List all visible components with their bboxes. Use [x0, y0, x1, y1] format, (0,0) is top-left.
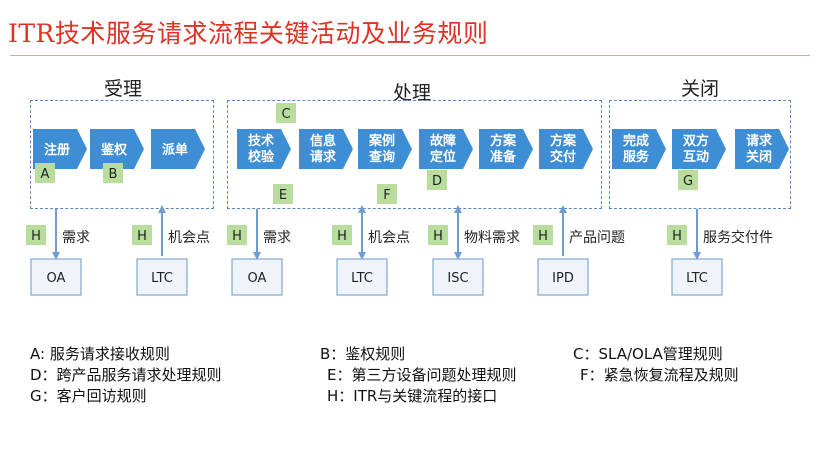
step-label-5-line-2: 请求	[310, 149, 337, 165]
phase-box-process	[227, 100, 602, 209]
interface-tag-4-label: H	[337, 229, 347, 244]
system-box-oa-1	[30, 258, 82, 296]
interface-tag-1	[26, 225, 46, 245]
step-arrow-12	[735, 129, 789, 169]
rule-tag-e	[273, 184, 293, 204]
system-box-ltc-7	[671, 258, 723, 296]
system-label-3: OA	[248, 271, 267, 286]
page-title: ITR技术服务请求流程关键活动及业务规则	[8, 19, 489, 48]
interface-tag-6-label: H	[538, 229, 548, 244]
step-arrow-7	[419, 129, 473, 169]
legend-rule-h: H：ITR与关键流程的接口	[327, 387, 498, 405]
step-label-10-line-2: 服务	[623, 149, 650, 165]
step-label-7-line-1: 故障	[430, 133, 456, 149]
rule-tag-d-label: D	[432, 174, 442, 189]
rule-tag-g	[678, 170, 698, 190]
step-label-11-line-1: 双方	[683, 133, 709, 149]
interface-tag-4	[332, 225, 352, 245]
rule-tag-f	[377, 184, 397, 204]
phase-box-accept	[30, 100, 214, 209]
step-arrow-2	[90, 129, 144, 169]
interface-tag-7	[667, 225, 687, 245]
phase-label-process: 处理	[393, 82, 432, 104]
step-arrow-10	[612, 129, 666, 169]
interface-label-5: 物料需求	[464, 230, 520, 246]
step-arrow-1	[33, 129, 87, 169]
step-label-6-line-1: 案例	[368, 133, 395, 149]
step-label-4-line-1: 技术	[248, 133, 274, 149]
rule-tag-c-label: C	[281, 107, 290, 122]
step-label-10-line-1: 完成	[623, 133, 649, 149]
step-label-7-line-2: 定位	[429, 149, 456, 165]
step-arrow-4	[237, 129, 291, 169]
system-box-ltc-4	[336, 258, 388, 296]
step-label-9-line-1: 方案	[550, 133, 577, 149]
interface-label-6: 产品问题	[569, 230, 625, 246]
system-box-isc-5	[432, 258, 484, 296]
step-arrow-8	[479, 129, 533, 169]
step-label-5-line-1: 信息	[310, 133, 336, 149]
title-underline	[10, 55, 810, 56]
step-arrow-9	[539, 129, 593, 169]
system-box-ltc-2	[136, 258, 188, 296]
rule-tag-d	[427, 170, 447, 190]
rule-tag-g-label: G	[683, 174, 693, 189]
system-box-ipd-6	[537, 258, 589, 296]
step-label-1-line-1: 注册	[44, 142, 70, 158]
interface-label-3: 需求	[263, 230, 291, 246]
legend-rule-b: B：鉴权规则	[320, 345, 406, 363]
legend-rule-g: G：客户回访规则	[30, 387, 147, 405]
phase-label-accept: 受理	[104, 78, 143, 100]
interface-tag-6	[533, 225, 553, 245]
interface-tag-1-label: H	[31, 229, 41, 244]
interface-tag-2	[132, 225, 152, 245]
step-arrow-3	[151, 129, 205, 169]
rule-tag-a-label: A	[41, 167, 50, 182]
step-label-3-line-1: 派单	[162, 142, 188, 158]
system-label-4: LTC	[351, 271, 373, 286]
legend-rule-d: D：跨产品服务请求处理规则	[30, 366, 222, 384]
interface-tag-2-label: H	[137, 229, 147, 244]
step-label-6-line-2: 查询	[368, 149, 395, 165]
interface-tag-3	[227, 225, 247, 245]
interface-tag-7-label: H	[672, 229, 682, 244]
system-label-7: LTC	[686, 271, 708, 286]
system-label-6: IPD	[552, 271, 574, 286]
step-label-11-line-2: 互动	[683, 150, 709, 165]
interface-label-7: 服务交付件	[703, 229, 773, 246]
step-label-12-line-1: 请求	[746, 133, 773, 149]
interface-label-4: 机会点	[368, 230, 410, 246]
interface-label-2: 机会点	[168, 230, 210, 246]
phase-label-close: 关闭	[681, 78, 720, 100]
rule-tag-e-label: E	[279, 188, 287, 203]
interface-tag-5	[428, 225, 448, 245]
step-arrow-5	[299, 129, 353, 169]
rule-tag-a	[35, 163, 55, 183]
step-label-9-line-2: 交付	[550, 149, 576, 165]
rule-tag-b-label: B	[109, 167, 118, 182]
step-arrow-11	[672, 129, 726, 169]
step-label-4-line-2: 校验	[248, 149, 275, 165]
system-label-1: OA	[47, 271, 66, 286]
legend-rule-c: C：SLA/OLA管理规则	[573, 345, 723, 363]
phase-box-close	[609, 100, 791, 209]
interface-label-1: 需求	[62, 230, 90, 246]
legend-rule-f: F：紧急恢复流程及规则	[580, 366, 739, 384]
legend-rule-a: A: 服务请求接收规则	[30, 345, 170, 363]
step-label-8-line-1: 方案	[490, 133, 517, 149]
system-box-oa-3	[231, 258, 283, 296]
step-arrow-6	[358, 129, 412, 169]
system-label-5: ISC	[447, 271, 468, 286]
rule-tag-b	[103, 163, 123, 183]
rule-tag-f-label: F	[383, 188, 390, 203]
step-label-8-line-2: 准备	[490, 149, 517, 165]
step-label-12-line-2: 关闭	[746, 149, 772, 165]
interface-tag-5-label: H	[433, 229, 443, 244]
interface-tag-3-label: H	[232, 229, 242, 244]
step-label-2-line-1: 鉴权	[100, 142, 128, 158]
system-label-2: LTC	[151, 271, 173, 286]
rule-tag-c	[276, 103, 296, 123]
legend-rule-e: E：第三方设备问题处理规则	[327, 366, 517, 384]
